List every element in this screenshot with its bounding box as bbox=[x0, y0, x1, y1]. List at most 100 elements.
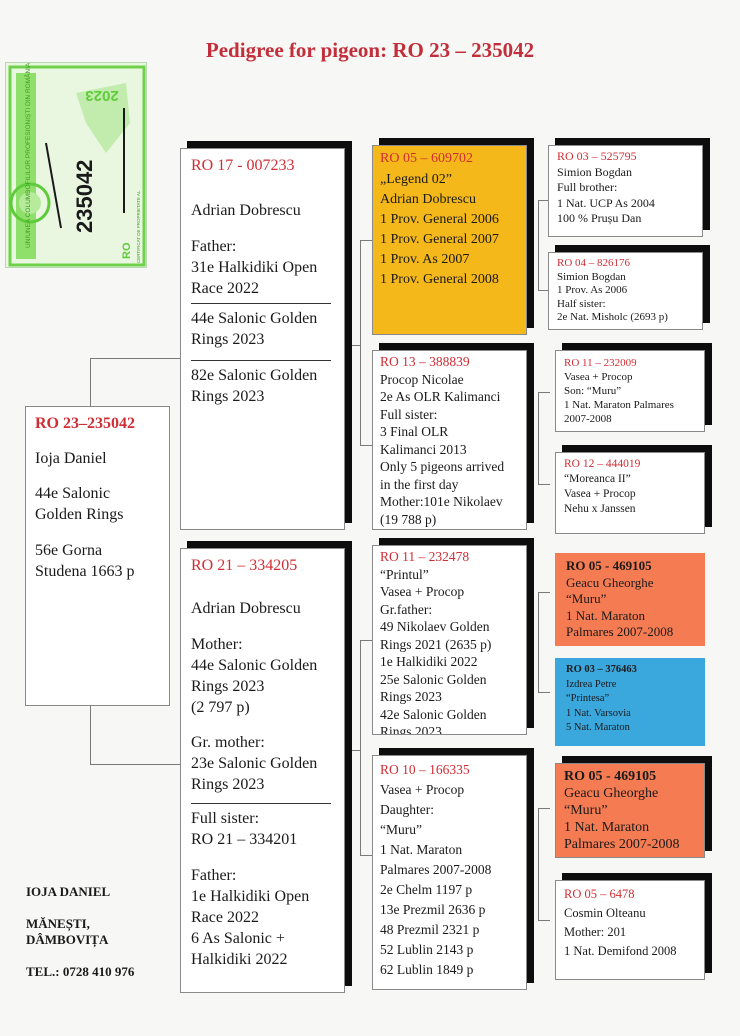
entry-line: 1 Nat. Demifond 2008 bbox=[564, 944, 677, 958]
entry-line: 100 % Prușu Dan bbox=[557, 211, 642, 225]
entry-line: Studena 1663 p bbox=[35, 562, 135, 580]
entry-line: 49 Nikolaev Golden bbox=[380, 619, 490, 634]
entry-line: 1 Prov. As 2007 bbox=[380, 252, 470, 267]
connector-line bbox=[360, 855, 372, 856]
entry-line bbox=[35, 469, 160, 483]
entry-line: 2007-2008 bbox=[564, 413, 612, 425]
entry-line: 44e Salonic Golden bbox=[191, 656, 318, 674]
ggp-box-6: RO 03 – 376463 Izdrea Petre“Printesa”1 N… bbox=[555, 658, 705, 746]
ggp-ring: RO 03 – 376463 bbox=[566, 664, 637, 675]
entry-line: 1 Prov. General 2006 bbox=[380, 212, 499, 227]
entry-line: 1 Nat. Maraton Palmares bbox=[564, 399, 674, 411]
divider bbox=[191, 302, 331, 304]
entry-line bbox=[191, 221, 334, 235]
entry-line: 1 Prov. General 2007 bbox=[380, 232, 499, 247]
entry-line: Cosmin Olteanu bbox=[564, 906, 646, 920]
entry-line: Race 2022 bbox=[191, 279, 259, 297]
ring-card-year: 2023 bbox=[85, 87, 118, 104]
entry-line: “Muru” bbox=[380, 822, 422, 837]
connector-line bbox=[538, 692, 550, 693]
entry-line: Race 2022 bbox=[191, 908, 259, 926]
entry-line: 2e As OLR Kalimanci bbox=[380, 389, 501, 404]
connector-line bbox=[90, 358, 180, 359]
entry-line: Daughter: bbox=[380, 802, 434, 817]
connector-line bbox=[352, 750, 360, 751]
entry-line: Rings 2023 bbox=[380, 689, 442, 704]
entry-line: Father: bbox=[191, 237, 237, 255]
connector-line bbox=[90, 764, 180, 765]
entry-line: Rings 2023 bbox=[191, 387, 265, 405]
entry-line: in the first day bbox=[380, 476, 459, 492]
entry-line: 6 As Salonic + bbox=[191, 929, 285, 947]
subject-ring: RO 23–235042 bbox=[35, 415, 135, 432]
entry-line: Simion Bogdan bbox=[557, 164, 633, 179]
father-ring: RO 17 - 007233 bbox=[191, 157, 295, 174]
breeder-phone: TEL.: 0728 410 976 bbox=[26, 964, 135, 979]
connector-line bbox=[90, 358, 91, 406]
entry-line: 3 Final OLR bbox=[380, 424, 449, 439]
entry-line: Geacu Gheorghe bbox=[564, 786, 659, 801]
ring-card-org: UNIUNEA COLUMBOFILILOR PROFESIONIȘTI DIN… bbox=[23, 63, 32, 248]
ggp-ring: RO 03 – 525795 bbox=[557, 149, 637, 163]
entry-line: 1 Nat. Maraton bbox=[380, 842, 463, 857]
breeder-name: IOJA DANIEL bbox=[26, 884, 111, 899]
connector-line bbox=[538, 290, 550, 291]
entry-line: Rings 2021 (2635 p) bbox=[380, 636, 492, 652]
entry-line: Half sister: bbox=[557, 297, 606, 310]
entry-line: Palmares 2007-2008 bbox=[564, 837, 680, 852]
connector-line bbox=[360, 445, 372, 446]
entry-line: Kalimanci 2013 bbox=[380, 441, 467, 457]
entry-line: 1 Nat. Maraton bbox=[564, 820, 650, 835]
entry-line: RO 21 – 334201 bbox=[191, 831, 298, 849]
ggp-ring: RO 05 – 6478 bbox=[564, 887, 635, 901]
entry-line: “Muru” bbox=[564, 803, 608, 818]
gp-ring: RO 11 – 232478 bbox=[380, 549, 470, 564]
connector-line bbox=[538, 484, 550, 485]
gp-ring: RO 13 – 388839 bbox=[380, 354, 470, 369]
entry-line: Rings 2023 bbox=[191, 677, 265, 695]
entry-line: Golden Rings bbox=[35, 506, 124, 524]
page-title: Pedigree for pigeon: RO 23 – 235042 bbox=[205, 38, 535, 62]
gp-ring: RO 10 – 166335 bbox=[380, 762, 470, 777]
entry-line: Procop Nicolae bbox=[380, 371, 464, 387]
entry-line: Simion Bogdan bbox=[557, 270, 626, 283]
entry-line: Gr. mother: bbox=[191, 734, 265, 752]
ring-card: UNIUNEA COLUMBOFILILOR PROFESIONIȘTI DIN… bbox=[5, 62, 147, 268]
entry-line: 1 Nat. Maraton bbox=[566, 607, 646, 623]
entry-line: Full sister: bbox=[380, 406, 438, 422]
connector-line bbox=[538, 808, 539, 920]
entry-line: Adrian Dobrescu bbox=[380, 192, 477, 207]
connector-line bbox=[538, 200, 539, 290]
connector-line bbox=[360, 640, 372, 641]
entry-line: 13e Prezmil 2636 p bbox=[380, 902, 486, 917]
ggp-ring: RO 12 – 444019 bbox=[564, 458, 641, 470]
entry-line: (19 788 p) bbox=[380, 511, 437, 527]
entry-line: Rings 2023 bbox=[191, 776, 265, 794]
entry-line: 5 Nat. Maraton bbox=[566, 722, 630, 733]
entry-line: Nehu x Janssen bbox=[564, 503, 636, 515]
connector-line bbox=[90, 706, 91, 764]
divider bbox=[191, 359, 331, 361]
entry-line: Mother:101e Nikolaev bbox=[380, 494, 503, 509]
mother-ring: RO 21 – 334205 bbox=[191, 557, 298, 574]
entry-line: 2e Nat. Misholc (2693 p) bbox=[557, 311, 668, 323]
entry-line: 62 Lublin 1849 p bbox=[380, 962, 474, 977]
ggp-ring: RO 05 - 469105 bbox=[564, 769, 657, 784]
entry-line: “Printul” bbox=[380, 566, 429, 582]
connector-line bbox=[538, 808, 550, 809]
ggp-ring: RO 04 – 826176 bbox=[557, 257, 631, 269]
ring-card-graphic: UNIUNEA COLUMBOFILILOR PROFESIONIȘTI DIN… bbox=[8, 63, 146, 267]
connector-line bbox=[538, 920, 550, 921]
entry-line: Vasea + Procop bbox=[564, 488, 636, 500]
ggp-ring: RO 05 - 469105 bbox=[566, 558, 652, 573]
connector-line bbox=[538, 592, 550, 593]
entry-line: “Moreanca II” bbox=[564, 473, 631, 485]
entry-line: Only 5 pigeons arrived bbox=[380, 459, 505, 474]
entry-line: Mother: 201 bbox=[564, 925, 627, 939]
entry-line: Adrian Dobrescu bbox=[191, 600, 301, 618]
